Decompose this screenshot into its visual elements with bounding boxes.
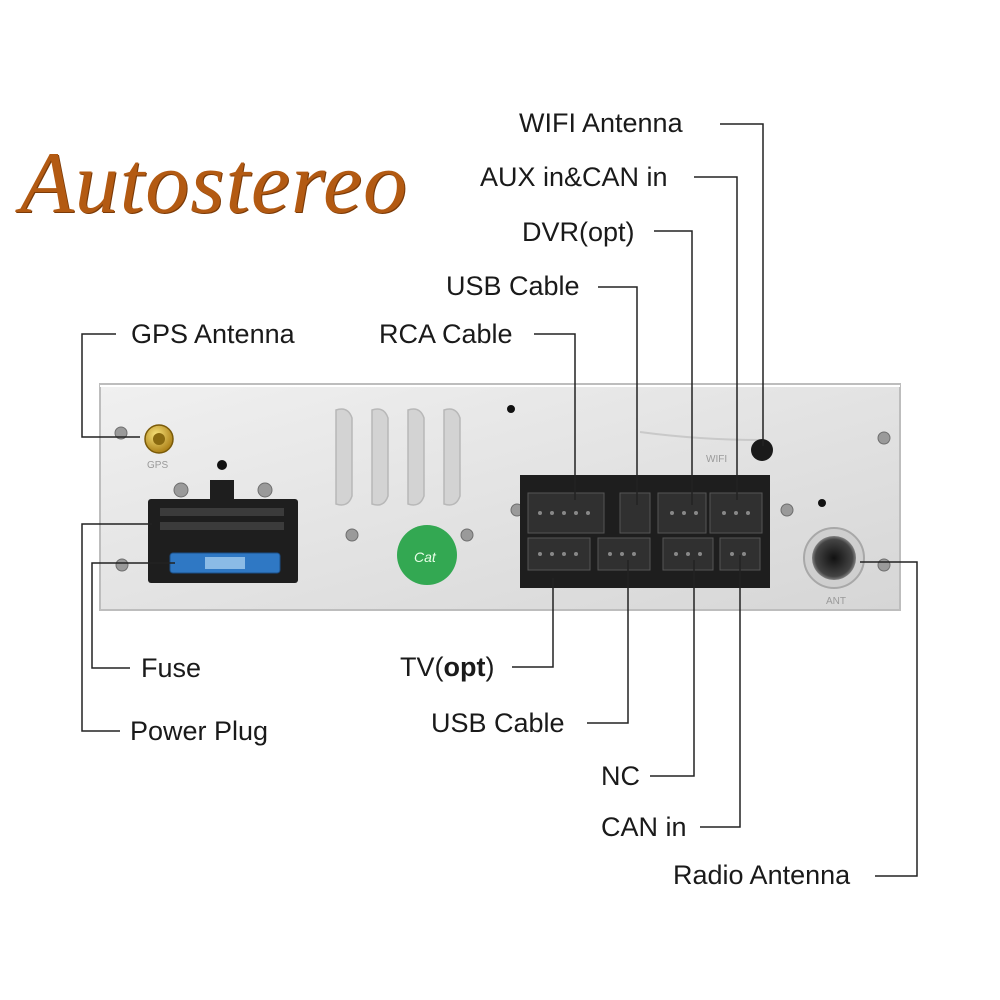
main-connector-block [520, 475, 770, 588]
label-can-in: CAN in [601, 812, 687, 842]
label-gps-antenna: GPS Antenna [131, 319, 295, 349]
leader-usb-bottom [587, 560, 629, 724]
svg-text:Cat: Cat [414, 549, 437, 565]
brand-logo: Autostereo [20, 135, 408, 232]
leader-can [700, 555, 741, 828]
label-tv-opt: TV(opt) [400, 654, 494, 681]
leader-aux [694, 176, 738, 500]
leader-tv [512, 578, 554, 668]
label-aux-can-in: AUX in&CAN in [480, 162, 668, 192]
leader-rca [534, 333, 576, 500]
label-dvr-opt: DVR(opt) [522, 217, 635, 247]
leader-dvr [654, 230, 693, 505]
leader-wifi [720, 123, 764, 446]
label-rca-cable: RCA Cable [379, 319, 513, 349]
panel-holes [217, 405, 826, 507]
label-wifi-antenna: WIFI Antenna [519, 108, 683, 138]
label-tv-bold: opt [443, 652, 486, 682]
qc-sticker: Cat [397, 525, 457, 585]
fuse [169, 552, 281, 574]
gps-mark: GPS [147, 460, 168, 471]
label-tv-prefix: TV( [400, 652, 444, 682]
wifi-cable [639, 431, 761, 441]
leader-gps [81, 333, 140, 438]
radio-antenna-port [803, 527, 865, 589]
label-radio-antenna: Radio Antenna [673, 860, 851, 890]
label-power-plug: Power Plug [130, 716, 269, 746]
label-usb-cable-bottom: USB Cable [431, 708, 565, 738]
wifi-mark: WIFI [706, 454, 727, 465]
leader-radio [860, 561, 918, 877]
label-nc: NC [601, 761, 640, 791]
label-usb-cable-top: USB Cable [446, 271, 580, 301]
leader-power-plug [81, 523, 152, 732]
leader-usb-top [598, 286, 638, 505]
wifi-antenna-port [751, 439, 773, 461]
gps-connector [144, 424, 174, 454]
ant-mark: ANT [826, 596, 846, 607]
vent-slots [335, 408, 461, 506]
leader-lines [81, 123, 918, 877]
label-tv-suffix: ) [485, 652, 495, 682]
label-fuse: Fuse [141, 653, 202, 683]
leader-fuse [91, 562, 175, 669]
leader-nc [650, 560, 695, 777]
